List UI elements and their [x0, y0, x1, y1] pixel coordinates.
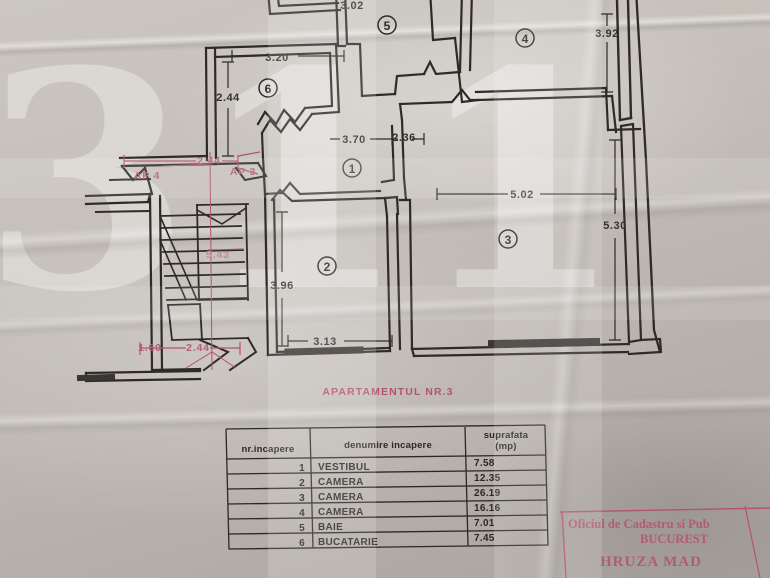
red-annotation-ap3: AP 3: [230, 166, 256, 178]
dimension-label: 2.36: [392, 132, 415, 144]
room-marker-1: 1: [342, 158, 362, 178]
table-row: 5 BAIE 7.01: [299, 518, 495, 534]
cell-suprafata: 7.58: [474, 458, 495, 469]
dimension-labels: 3.20 2.44 3.70 2.36 3.92 5.02 5.30 3.96 …: [216, 0, 626, 348]
room-number: 4: [522, 32, 529, 46]
room-marker-3: 3: [498, 229, 518, 249]
table-header-suprafata: suprafata: [484, 430, 529, 441]
cell-nr: 4: [299, 508, 305, 519]
room-number: 2: [324, 260, 331, 274]
dimension-label: 5.30: [603, 220, 626, 232]
room-number: 5: [384, 19, 391, 33]
table-header-suprafata-unit: (mp): [495, 441, 516, 452]
cell-denumire: BUCATARIE: [318, 537, 378, 548]
dimension-label: 3.13: [313, 336, 336, 348]
table-row: 1 VESTIBUL 7.58: [299, 458, 495, 474]
dimension-label: 3.92: [595, 28, 618, 40]
room-number: 3: [505, 233, 512, 247]
dimension-label: 3.70: [342, 134, 365, 146]
cell-denumire: CAMERA: [318, 507, 364, 518]
cell-suprafata: 7.45: [474, 533, 495, 544]
cell-suprafata: 12.35: [474, 473, 501, 484]
cell-denumire: CAMERA: [318, 492, 364, 503]
stamp-line-3: HRUZA MAD: [600, 554, 702, 570]
room-marker-6: 6: [258, 78, 278, 98]
red-annotation-stair: 5.43: [206, 249, 230, 261]
room-marker-5: 5: [377, 15, 397, 35]
dimension-label: 5.02: [510, 189, 533, 201]
table-row: 4 CAMERA 16.16: [299, 503, 501, 519]
table-header-denumire: denumire incapere: [344, 440, 432, 451]
red-annotation: 2.44: [186, 342, 210, 354]
dimension-label: 3.96: [270, 280, 293, 292]
stamp-line-2: BUCUREST: [640, 532, 709, 546]
table-row: 2 CAMERA 12.35: [299, 473, 501, 489]
table-row: 6 BUCATARIE 7.45: [299, 533, 495, 549]
room-marker-2: 2: [317, 256, 337, 276]
table-row: 3 CAMERA 26.19: [299, 488, 501, 504]
official-stamp: Oficiul de Cadastru si Pub BUCUREST HRUZ…: [559, 505, 770, 578]
cell-nr: 6: [299, 538, 305, 549]
red-annotation-ap4: AP 4: [134, 170, 160, 182]
cell-suprafata: 7.01: [474, 518, 495, 529]
cell-suprafata: 16.16: [474, 503, 501, 514]
room-marker-4: 4: [515, 28, 535, 48]
cell-nr: 2: [299, 478, 305, 489]
cell-nr: 1: [299, 463, 305, 474]
cell-denumire: VESTIBUL: [318, 462, 370, 473]
cell-denumire: BAIE: [318, 522, 343, 533]
red-annotation: 2.44: [197, 155, 221, 167]
dimension-label: 3.02: [340, 0, 363, 12]
cell-nr: 3: [299, 493, 305, 504]
room-number: 1: [349, 162, 356, 176]
stamp-line-1: Oficiul de Cadastru si Pub: [568, 517, 710, 531]
room-number-markers: 1 2 3 4 5 6: [258, 15, 535, 276]
cell-denumire: CAMERA: [318, 477, 364, 488]
room-number: 6: [265, 82, 272, 96]
red-annotations: 2.44 AP 4 AP 3 5.43 1.60 2.44: [134, 155, 256, 354]
dimension-label: 3.20: [265, 52, 288, 64]
apartment-label: APARTAMENTUL NR.3: [322, 386, 453, 398]
red-annotation: 1.60: [138, 342, 162, 354]
dimension-label: 2.44: [216, 92, 240, 104]
cell-nr: 5: [299, 523, 305, 534]
room-schedule-table: nr.incapere denumire incapere suprafata …: [225, 424, 549, 550]
cell-suprafata: 26.19: [474, 488, 501, 499]
table-header-nr: nr.incapere: [242, 444, 295, 455]
